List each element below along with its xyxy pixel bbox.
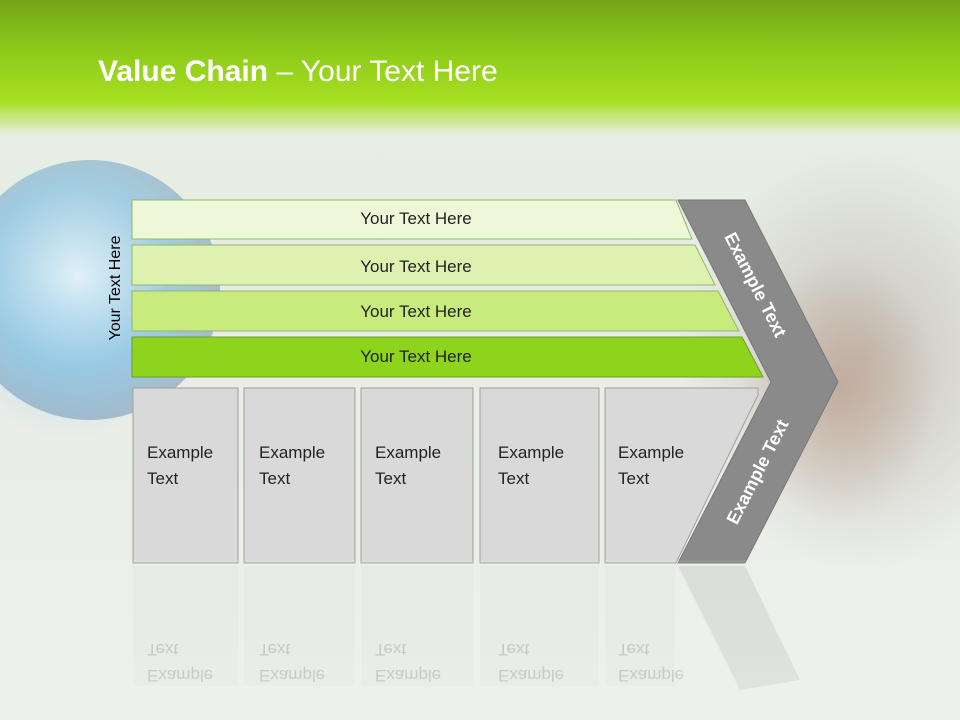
header-bar (0, 0, 960, 135)
title-bold: Value Chain (98, 55, 269, 88)
column-2 (243, 387, 356, 564)
column-reflection-1-line1: Example (147, 666, 214, 685)
band-4 (131, 336, 764, 378)
band-label-2: Your Text Here (360, 257, 472, 276)
column-label-2-line2: Text (259, 469, 291, 488)
column-reflection-1: Example Text (147, 636, 247, 688)
column-label-1-line2: Text (147, 469, 179, 488)
column-reflection-5-line2: Text (618, 640, 650, 659)
slide-title: Value Chain – Your Text Here (98, 55, 498, 89)
chevron-reflection (678, 566, 800, 690)
column-reflection-5: Example Text (618, 636, 718, 688)
band-label-4: Your Text Here (360, 347, 472, 366)
column-reflection-2: Example Text (259, 636, 359, 688)
column-reflection-2-line2: Text (259, 640, 291, 659)
chevron-arrow (677, 199, 839, 564)
column-1 (132, 387, 239, 564)
columns-reflection (133, 566, 675, 686)
column-5 (604, 387, 759, 564)
column-label-3-line2: Text (375, 469, 407, 488)
column-reflection-1-line2: Text (147, 640, 179, 659)
column-label-4-line1: Example (498, 443, 565, 462)
column-4 (479, 387, 600, 564)
column-reflection-3-line1: Example (375, 666, 442, 685)
column-reflection-5-line1: Example (618, 666, 685, 685)
column-label-4-line2: Text (498, 469, 530, 488)
band-3 (131, 290, 740, 332)
band-2 (131, 244, 716, 286)
band-label-1: Your Text Here (360, 209, 472, 228)
column-label-1-line1: Example (147, 443, 214, 462)
column-reflection-4-line2: Text (498, 640, 530, 659)
column-reflection-2-line1: Example (259, 666, 326, 685)
band-1 (131, 199, 693, 240)
column-label-5-line2: Text (618, 469, 650, 488)
column-label-2-line1: Example (259, 443, 326, 462)
band-label-3: Your Text Here (360, 302, 472, 321)
column-label-3-line1: Example (375, 443, 442, 462)
title-rest: – Your Text Here (268, 55, 498, 88)
column-label-5-line1: Example (618, 443, 685, 462)
column-reflection-4: Example Text (498, 636, 598, 688)
column-reflection-3: Example Text (375, 636, 475, 688)
column-reflection-3-line2: Text (375, 640, 407, 659)
column-3 (360, 387, 474, 564)
column-reflection-4-line1: Example (498, 666, 565, 685)
